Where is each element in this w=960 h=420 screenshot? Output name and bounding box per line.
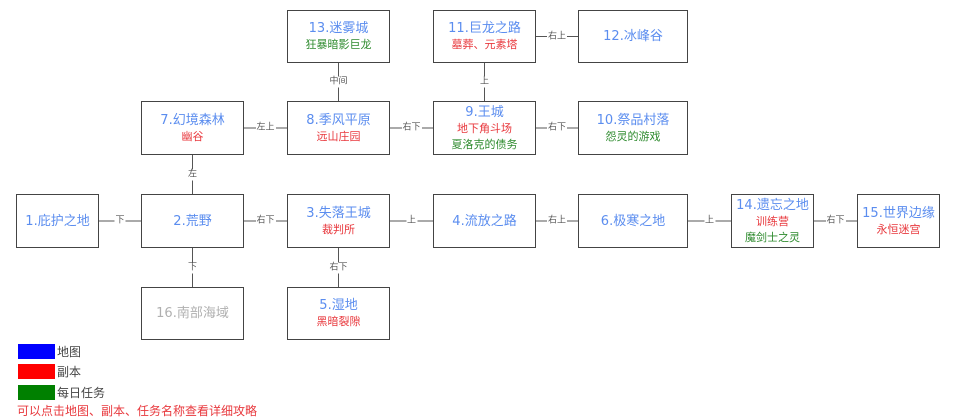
map-link[interactable]: 4.流放之路 — [452, 213, 517, 229]
daily-quest-link[interactable]: 怨灵的游戏 — [605, 129, 661, 143]
legend-label-map: 地图 — [57, 344, 82, 359]
legend-item-map: 地图 — [18, 341, 105, 362]
map-node-1[interactable]: 1.庇护之地 — [16, 194, 99, 248]
map-node-8[interactable]: 8.季风平原远山庄园 — [287, 101, 390, 155]
map-link[interactable]: 6.极寒之地 — [600, 213, 666, 229]
map-node-6[interactable]: 6.极寒之地 — [578, 194, 688, 248]
dungeon-link[interactable]: 墓葬、元素塔 — [451, 38, 518, 51]
daily-quest-link[interactable]: 狂暴暗影巨龙 — [305, 38, 372, 51]
dungeon-link[interactable]: 黑暗裂隙 — [316, 315, 361, 328]
dungeon-link[interactable]: 永恒迷宫 — [876, 222, 921, 236]
map-link[interactable]: 7.幻境森林 — [160, 112, 225, 128]
map-node-11[interactable]: 11.巨龙之路墓葬、元素塔 — [433, 10, 536, 63]
edge-label: 上 — [703, 215, 716, 227]
map-node-13[interactable]: 13.迷雾城狂暴暗影巨龙 — [287, 10, 390, 63]
dungeon-link[interactable]: 地下角斗场 — [457, 121, 512, 135]
map-link[interactable]: 12.冰峰谷 — [603, 29, 663, 44]
legend: 地图 副本 每日任务 — [18, 341, 105, 403]
map-node-15[interactable]: 15.世界边缘永恒迷宫 — [857, 194, 940, 248]
map-link[interactable]: 5.湿地 — [319, 298, 358, 313]
daily-quest-link[interactable]: 夏洛克的债务 — [451, 137, 518, 151]
map-node-10[interactable]: 10.祭品村落怨灵的游戏 — [578, 101, 688, 155]
map-node-4[interactable]: 4.流放之路 — [433, 194, 536, 248]
map-link[interactable]: 11.巨龙之路 — [448, 21, 521, 36]
legend-item-dungeon: 副本 — [18, 362, 105, 383]
edge-label: 右下 — [825, 215, 846, 227]
legend-swatch-daily — [18, 384, 55, 400]
edge-label: 左上 — [255, 122, 276, 134]
map-link[interactable]: 3.失落王城 — [306, 205, 371, 221]
legend-item-daily: 每日任务 — [18, 382, 105, 403]
legend-label-dungeon: 副本 — [57, 365, 82, 380]
edge-label: 中间 — [328, 76, 349, 88]
legend-label-daily: 每日任务 — [57, 385, 106, 400]
edge-label: 右下 — [401, 122, 422, 134]
edge-label: 下 — [186, 262, 199, 273]
daily-quest-link[interactable]: 魔剑士之灵 — [745, 230, 800, 244]
map-node-5[interactable]: 5.湿地黑暗裂隙 — [287, 287, 390, 340]
edge-label: 左 — [186, 169, 199, 180]
map-link[interactable]: 14.遗忘之地 — [736, 197, 809, 213]
edge-label: 右下 — [328, 262, 349, 273]
hint-note: 可以点击地图、副本、任务名称查看详细攻略 — [17, 404, 258, 418]
dungeon-link[interactable]: 训练营 — [756, 214, 789, 228]
map-link[interactable]: 1.庇护之地 — [25, 213, 90, 229]
edge-label: 下 — [114, 215, 126, 227]
map-node-3[interactable]: 3.失落王城裁判所 — [287, 194, 390, 248]
map-link[interactable]: 13.迷雾城 — [308, 21, 369, 36]
edge-label: 右上 — [546, 31, 568, 42]
map-node-9[interactable]: 9.王城地下角斗场夏洛克的债务 — [433, 101, 536, 155]
map-link[interactable]: 10.祭品村落 — [596, 112, 670, 128]
map-link: 16.南部海域 — [156, 306, 229, 321]
map-node-2[interactable]: 2.荒野 — [141, 194, 244, 248]
dungeon-link[interactable]: 裁判所 — [322, 222, 355, 236]
dungeon-link[interactable]: 远山庄园 — [316, 129, 361, 143]
edge-label: 右下 — [546, 122, 568, 134]
legend-swatch-dungeon — [18, 364, 55, 380]
map-link[interactable]: 8.季风平原 — [306, 112, 371, 128]
map-node-7[interactable]: 7.幻境森林幽谷 — [141, 101, 244, 155]
edge-label: 右下 — [255, 215, 276, 227]
dungeon-link[interactable]: 幽谷 — [181, 129, 204, 143]
map-node-14[interactable]: 14.遗忘之地训练营魔剑士之灵 — [731, 194, 814, 248]
map-link[interactable]: 9.王城 — [465, 104, 504, 120]
edge-label: 上 — [405, 215, 418, 227]
edge-label: 右上 — [546, 215, 568, 227]
map-link[interactable]: 15.世界边缘 — [862, 205, 935, 221]
map-node-16[interactable]: 16.南部海域 — [141, 287, 244, 340]
map-node-12[interactable]: 12.冰峰谷 — [578, 10, 688, 63]
map-link[interactable]: 2.荒野 — [173, 213, 212, 229]
legend-swatch-map — [18, 343, 55, 359]
edge-label: 上 — [478, 76, 491, 88]
